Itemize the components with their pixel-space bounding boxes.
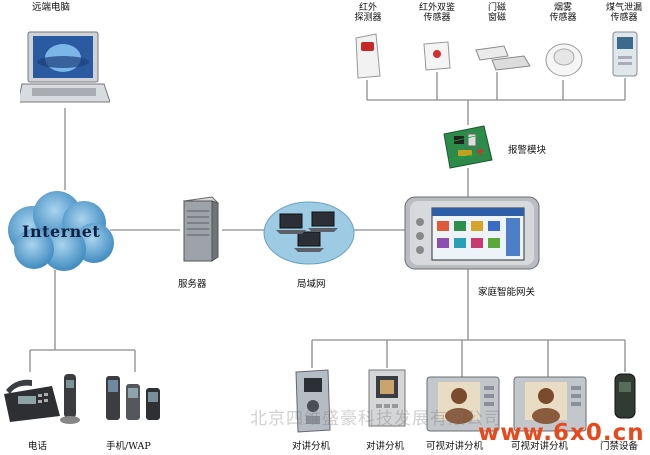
remote-pc — [17, 18, 111, 108]
intercom-2-label: 对讲分机 — [366, 441, 405, 452]
brand-logo: www.6x0.cn — [478, 420, 645, 446]
gas-leak-sensor — [610, 30, 640, 78]
lan — [262, 200, 356, 266]
intercom-1 — [292, 368, 334, 434]
video-intercom-2-label: 可视对讲分机 — [511, 441, 569, 452]
door-access-device — [612, 372, 640, 420]
server-icon — [182, 196, 220, 262]
magnetic-contact-icon — [475, 45, 531, 71]
mobile-phones — [102, 372, 166, 428]
phone-icon — [4, 374, 80, 424]
video-intercom-2 — [513, 376, 587, 432]
dual-tech-sensor — [422, 40, 452, 72]
video-monitor-icon — [513, 376, 587, 432]
alarm-module — [440, 122, 496, 172]
internet-cloud — [2, 185, 120, 275]
sensor-label-dual-tech: 红外双鉴传感器 — [418, 3, 455, 23]
video-intercom-1 — [426, 376, 500, 432]
door-device-label: 门禁设备 — [600, 441, 639, 452]
sensor-label-magnetic: 门磁窗磁 — [487, 3, 506, 23]
server-label: 服务器 — [178, 279, 207, 290]
magnetic-contact — [474, 44, 534, 74]
phone — [2, 370, 82, 426]
intercom-unit-icon — [295, 369, 331, 433]
circuit-board-icon — [443, 125, 493, 169]
sensor-label-infrared: 红外探测器 — [354, 3, 382, 23]
intercom-unit-icon — [368, 369, 406, 427]
sensor-label-smoke: 烟雾传感器 — [549, 3, 577, 23]
gateway-label: 家庭智能网关 — [478, 287, 536, 298]
lan-label: 局域网 — [297, 279, 326, 290]
cloud-icon — [8, 191, 114, 271]
infrared-detector-icon — [355, 33, 381, 79]
infrared-detector — [352, 32, 382, 80]
home-gateway — [404, 196, 540, 270]
alarm-module-label: 报警模块 — [508, 145, 547, 156]
remote-pc-label: 远端电脑 — [32, 2, 71, 13]
server — [178, 195, 224, 263]
mobile-label: 手机/WAP — [106, 441, 151, 452]
dual-tech-sensor-icon — [423, 41, 451, 71]
laptop-icon — [17, 31, 111, 103]
intercom-2 — [366, 368, 410, 430]
sensor-label-gas: 煤气泄漏传感器 — [605, 3, 642, 23]
internet-label: Internet — [22, 222, 101, 241]
lan-icon — [263, 201, 355, 265]
smoke-detector — [544, 40, 584, 80]
phone-label: 电话 — [28, 441, 48, 452]
gateway-panel-icon — [404, 196, 540, 270]
intercom-1-label: 对讲分机 — [292, 441, 331, 452]
video-intercom-1-label: 可视对讲分机 — [426, 441, 484, 452]
door-access-icon — [614, 373, 636, 419]
video-monitor-icon — [426, 376, 500, 432]
smoke-detector-icon — [545, 43, 583, 77]
watermark: 北京四维盛豪科技发展有限公司 — [250, 409, 502, 429]
gas-sensor-icon — [612, 31, 638, 77]
mobile-phone-icon — [106, 376, 160, 420]
